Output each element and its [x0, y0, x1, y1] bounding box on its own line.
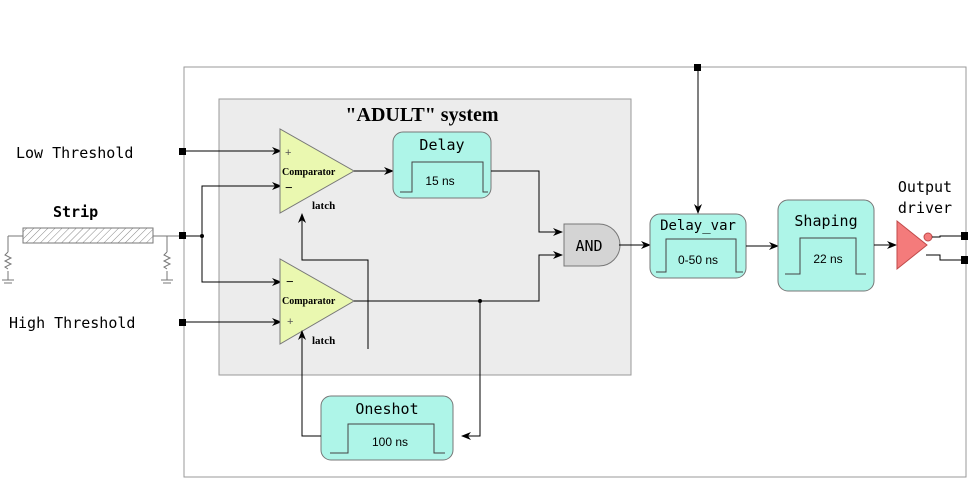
- delay-value: 15 ns: [425, 174, 454, 188]
- output-pin-negative: [961, 256, 968, 264]
- shaping-title: Shaping: [794, 212, 857, 230]
- comparator-top-plus: +: [285, 147, 291, 159]
- system-title: "ADULT" system: [345, 104, 498, 126]
- comparator-top-minus: −: [285, 180, 293, 195]
- delay-control-pin: [694, 64, 701, 71]
- strip-detector: [22, 227, 154, 244]
- and-gate: [563, 223, 621, 267]
- comparator-bottom: [279, 258, 356, 345]
- delay-pulse-icon: [400, 161, 488, 193]
- and-gate-label: AND: [575, 237, 602, 255]
- shaping-pulse-icon: [785, 237, 866, 275]
- low-threshold-label: Low Threshold: [16, 144, 133, 162]
- delay-title: Delay: [419, 136, 464, 154]
- oneshot-title: Oneshot: [355, 400, 418, 418]
- high-threshold-label: High Threshold: [9, 314, 135, 332]
- comparator-bottom-minus: −: [286, 274, 294, 289]
- comparator-bottom-latch: latch: [312, 335, 335, 347]
- delay-block: [392, 131, 492, 199]
- comparator-top: [279, 128, 356, 214]
- delay-var-title: Delay_var: [660, 218, 736, 234]
- output-driver: [896, 219, 928, 271]
- delay-var-value: 0-50 ns: [678, 253, 718, 267]
- output-driver-label-1: Output: [898, 178, 952, 196]
- comparator-bottom-label: Comparator: [282, 296, 336, 307]
- low-threshold-pin: [179, 148, 186, 155]
- strip-label: Strip: [53, 203, 98, 221]
- delay-var-pulse-icon: [656, 238, 743, 273]
- shaping-value: 22 ns: [813, 252, 842, 266]
- comparator-top-label: Comparator: [282, 167, 336, 178]
- high-threshold-pin: [179, 319, 186, 326]
- comparator-bottom-plus: +: [287, 316, 293, 328]
- chip-boundary: [183, 66, 967, 478]
- output-driver-label-2: driver: [898, 199, 952, 217]
- strip-pin: [179, 232, 186, 239]
- output-driver-bubble: [923, 232, 933, 242]
- output-pin-positive: [961, 232, 968, 240]
- oneshot-value: 100 ns: [372, 435, 408, 449]
- comparator-top-latch: latch: [312, 200, 335, 212]
- oneshot-block: [320, 395, 454, 461]
- oneshot-pulse-icon: [330, 423, 445, 454]
